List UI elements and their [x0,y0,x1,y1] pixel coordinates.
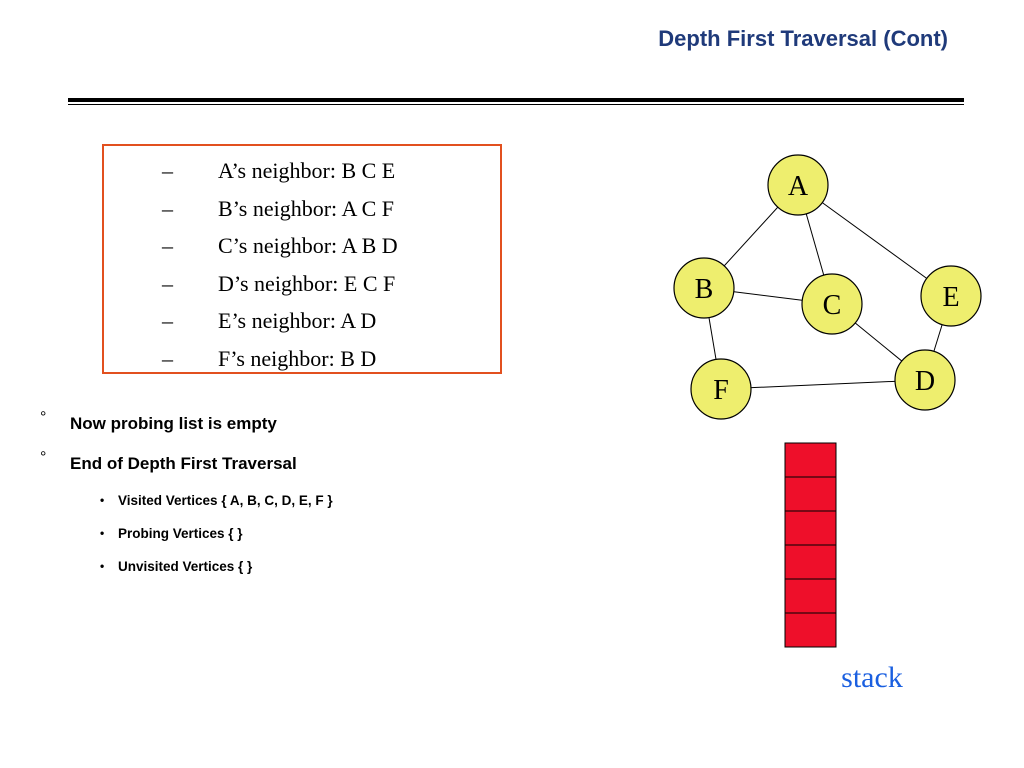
neighbor-text: E’s neighbor: A D [218,308,377,333]
slide-title: Depth First Traversal (Cont) [658,26,948,51]
graph-node-label-f: F [713,375,729,406]
stack-cell [784,578,837,614]
dot-bullet-icon: • [100,559,105,573]
neighbor-list-box: – A’s neighbor: B C E – B’s neighbor: A C … [102,144,502,374]
stack-cell [784,544,837,580]
dash-marker: – [162,308,173,333]
sub-bullet-text: Probing Vertices { } [118,526,243,541]
stack-cell [784,612,837,648]
stack-label: stack [841,661,903,694]
dash-marker: – [162,195,173,221]
neighbor-text: C’s neighbor: A B D [218,233,398,258]
graph-node-label-e: E [942,282,959,313]
bullet-end-traversal: ° End of Depth First Traversal [40,444,333,484]
graph-node-f [690,358,752,420]
stack-cell [784,476,837,512]
graph-node-d [894,349,956,411]
stack-cell [784,510,837,546]
graph-node-e [920,265,982,327]
bullet-text: Now probing list is empty [70,414,277,433]
graph-node-label-b: B [695,274,714,305]
neighbor-item: – B’s neighbor: A C F [162,190,398,228]
dash-marker: – [162,345,173,371]
graph-node-b [673,257,735,319]
title-divider-thick [68,98,964,102]
graph-edge-d-f [720,379,926,390]
graph-node-c [801,273,863,335]
neighbor-item: – C’s neighbor: A B D [162,227,398,265]
neighbor-item: – A’s neighbor: B C E [162,152,398,190]
neighbor-item: – F’s neighbor: B D [162,340,398,378]
bullet-probing-empty: ° Now probing list is empty [40,404,333,444]
neighbor-item: – D’s neighbor: E C F [162,265,398,303]
neighbor-text: A’s neighbor: B C E [218,158,396,183]
sub-bullet-text: Visited Vertices { A, B, C, D, E, F } [118,493,333,508]
graph-node-label-d: D [915,366,935,397]
status-bullets: ° Now probing list is empty ° End of Depth… [40,404,333,583]
neighbor-text: B’s neighbor: A C F [218,195,395,221]
neighbor-text: D’s neighbor: E C F [218,270,396,296]
graph-node-a [767,154,829,216]
sub-bullet-unvisited: • Unvisited Vertices { } [40,550,333,583]
title-divider-thin [68,104,964,105]
neighbor-item: – E’s neighbor: A D [162,302,398,340]
circle-bullet-icon: ° [40,409,47,426]
dot-bullet-icon: • [100,493,105,507]
bullet-text: End of Depth First Traversal [70,454,297,473]
dash-marker: – [162,158,173,183]
graph-node-label-c: C [823,290,842,321]
neighbor-list: – A’s neighbor: B C E – B’s neighbor: A C … [162,152,398,377]
sub-bullet-visited: • Visited Vertices { A, B, C, D, E, F } [40,484,333,517]
stack-cell [784,442,837,478]
dot-bullet-icon: • [100,526,105,540]
dash-marker: – [162,233,173,258]
circle-bullet-icon: ° [40,449,47,466]
graph-node-label-a: A [788,171,809,202]
sub-bullet-probing: • Probing Vertices { } [40,517,333,550]
sub-bullet-text: Unvisited Vertices { } [118,559,253,574]
dash-marker: – [162,270,173,296]
neighbor-text: F’s neighbor: B D [218,345,377,371]
graph-edge-a-e [797,184,952,297]
